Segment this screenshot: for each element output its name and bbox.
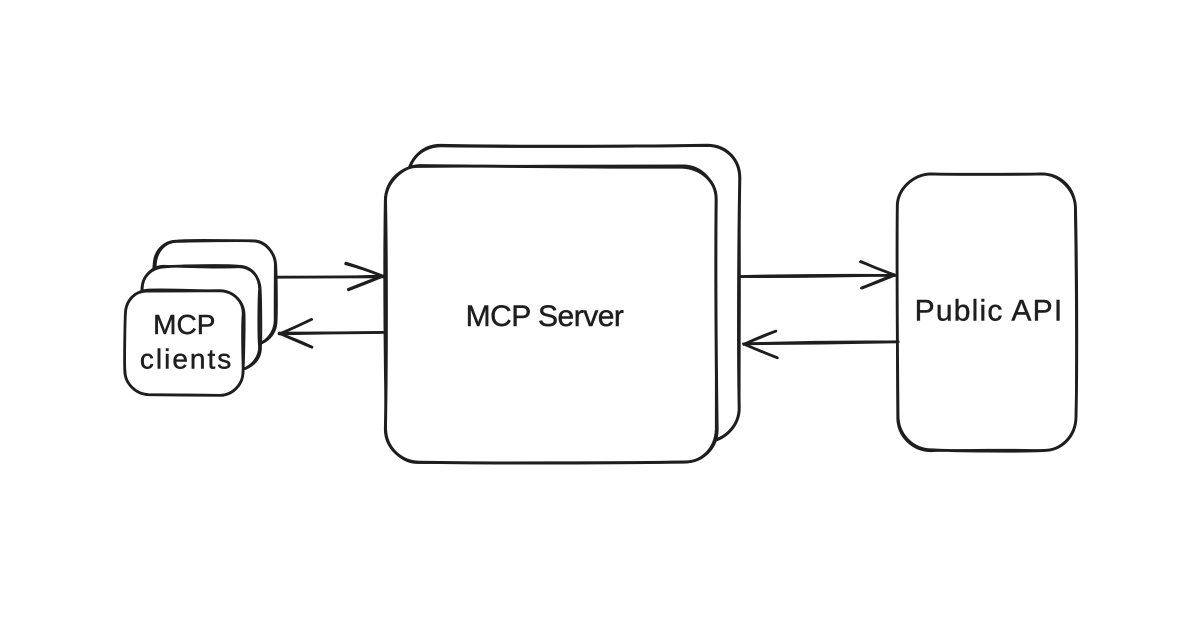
svg-text:MCP: MCP: [153, 309, 215, 340]
svg-text:Public API: Public API: [915, 295, 1064, 328]
svg-text:MCP Server: MCP Server: [466, 300, 624, 333]
svg-text:clients: clients: [140, 344, 233, 375]
